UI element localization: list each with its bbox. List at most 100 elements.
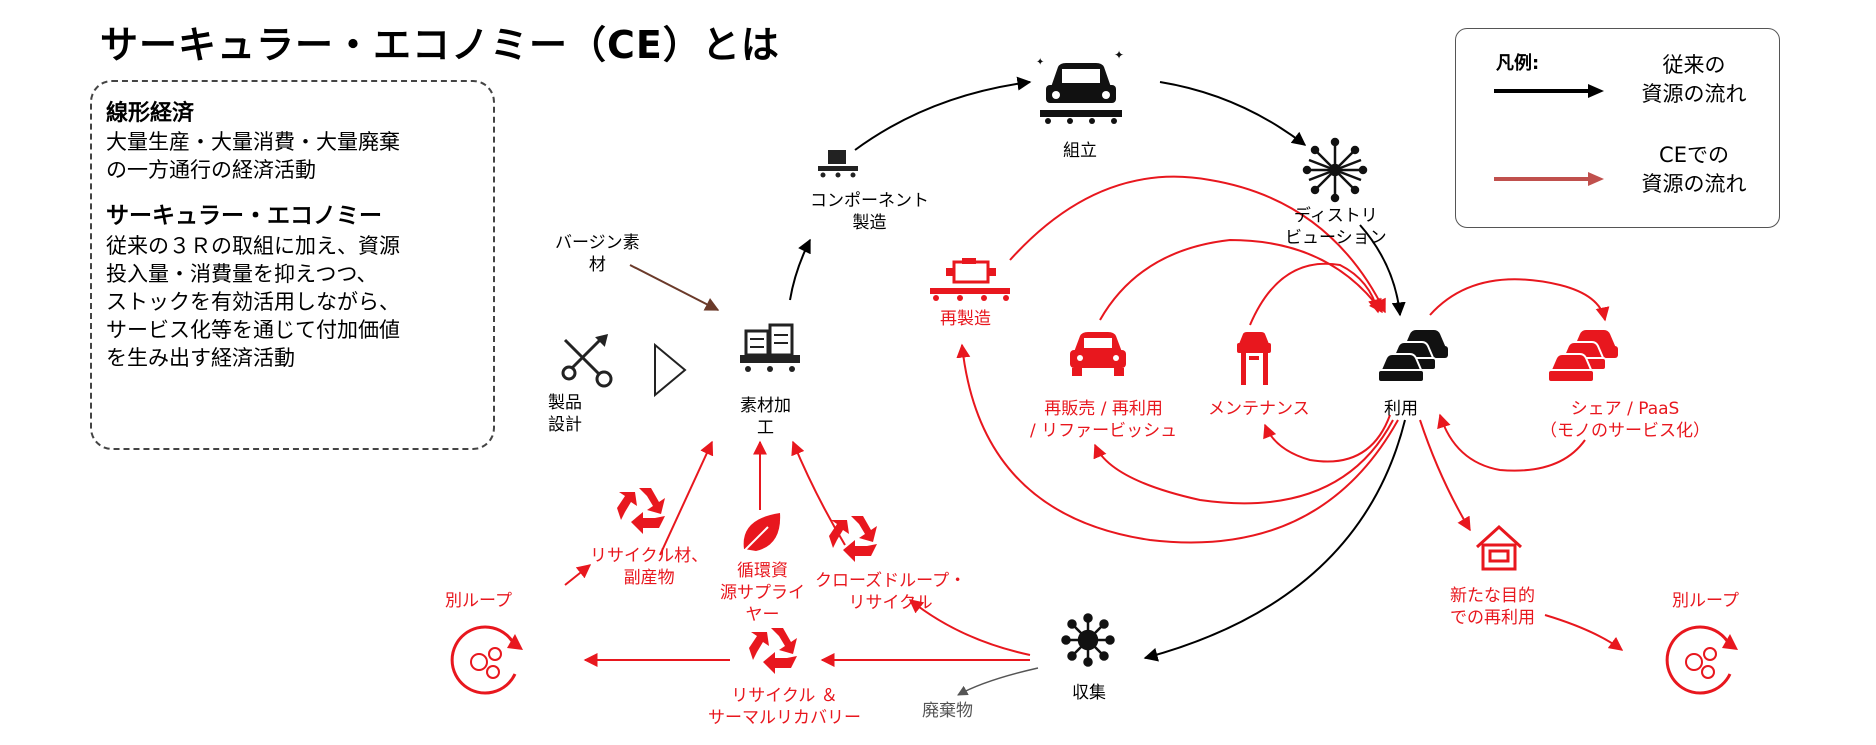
resale-label: 再販売 / 再利用 / リファービッシュ [1030,398,1177,442]
arrow-assembly-to-distribution [1159,81,1307,146]
circular-supplier-label: 循環資 源サプライ ヤー [720,560,805,626]
recycle-icon [749,628,797,674]
resale-line: 再販売 / 再利用 [1044,399,1163,419]
circular-text-line: を生み出す経済活動 [106,346,295,370]
arrow-loop-to-recycle [564,564,592,586]
other-loop-left-label: 別ループ [445,591,512,611]
material-processing-line: 素材加 [740,396,791,416]
virgin-material-line: 材 [588,255,606,275]
new-purpose-line: での再利用 [1450,608,1535,628]
waste-label: 廃棄物 [922,701,973,721]
arrow-distribution-to-usage [1359,224,1406,317]
recycle-icon [617,488,665,534]
house-icon [1475,524,1523,571]
arrow-collection-to-waste [957,667,1039,696]
circular-economy-text: 従来の３Ｒの取組に加え、資源 投入量・消費量を抑えつつ、 ストックを有効活用しな… [106,232,479,372]
distribution-line: ディストリ [1293,206,1378,226]
arrow-maintenance-to-usage [1249,262,1382,326]
arrow-remanufacturing-to-usage [1009,175,1386,314]
circular-text-line: 従来の３Ｒの取組に加え、資源 [106,234,400,258]
thermal-recovery-line: リサイクル ＆ [731,686,838,706]
arrow-usage-to-resale [1093,419,1394,505]
distribution-line: ビューション [1285,228,1387,248]
closed-loop-line: クローズドループ・ [815,571,967,591]
legend-conventional-label: 従来の 資源の流れ [1614,51,1774,109]
arrow-usage-to-remanufacturing [956,343,1399,544]
closed-loop-line: リサイクル [848,593,933,613]
svg-text:✦: ✦ [1114,48,1124,62]
arrow-collection-to-closed-loop [908,599,1031,656]
arrow-usage-to-share [1437,413,1586,472]
new-purpose-label: 新たな目的 での再利用 [1450,585,1535,629]
circular-text-line: 投入量・消費量を抑えつつ、 [106,262,378,286]
material-processing-label: 素材加 工 [740,395,791,439]
linear-economy-text: 大量生産・大量消費・大量廃棄 の一方通行の経済活動 [106,128,479,184]
share-line: シェア / PaaS [1570,399,1680,419]
component-mfg-label: コンポーネント 製造 [810,190,929,234]
cars-share-icon [1547,330,1618,383]
circular-supplier-line: ヤー [745,605,780,625]
car-resale-icon [1070,332,1126,376]
distribution-hub-icon [1302,137,1368,203]
page-title: サーキュラー・エコノミー（CE）とは [100,23,780,67]
circular-text-line: ストックを有効活用しながら、 [106,290,400,314]
leaf-icon [743,513,781,552]
circular-economy-heading: サーキュラー・エコノミー [106,203,382,229]
wrench-icon [561,333,613,388]
linear-text-line: 大量生産・大量消費・大量廃棄 [106,130,400,154]
circular-supplier-line: 循環資 [737,561,788,581]
product-design-line: 設計 [548,415,582,435]
circular-text-line: サービス化等を通じて付加価値 [106,318,400,342]
arrow-usage-to-new-purpose [1419,419,1471,532]
thermal-recovery-line: サーマルリカバリー [708,708,861,728]
legend-black-arrow-icon [1494,84,1604,98]
legend-conventional-line: 資源の流れ [1641,82,1747,106]
thermal-recovery-label: リサイクル ＆ サーマルリカバリー [708,685,861,729]
collection-hub-icon [1061,613,1115,667]
assembly-label: 組立 [1063,141,1097,161]
recycle-byproduct-label: リサイクル材、 副産物 [590,545,708,589]
svg-text:✦: ✦ [1036,57,1044,68]
share-line: （モノのサービス化） [1540,421,1710,441]
component-manufacturing-icon [818,150,858,178]
arrow-usage-to-collection [1143,419,1406,662]
engine-remanufacturing-icon [930,258,1010,301]
loop-gear-icon [450,625,523,695]
linear-economy-heading: 線形経済 [106,101,195,126]
product-design-line: 製品 [548,393,582,413]
arrow-component-to-assembly [854,76,1032,151]
virgin-material-line: バージン素 [555,233,640,253]
maintenance-label: メンテナンス [1208,399,1310,419]
virgin-material-label: バージン素 材 [555,232,640,276]
legend-box: 凡例: 従来の 資源の流れ CEでの 資源の流れ [1455,28,1780,228]
legend-conventional-line: 従来の [1662,53,1726,77]
material-processing-line: 工 [757,418,774,438]
linear-text-line: の一方通行の経済活動 [106,158,316,182]
resale-line: / リファービッシュ [1030,421,1178,441]
distribution-label: ディストリ ビューション [1285,205,1387,249]
arrow-new-purpose-to-loop [1544,614,1624,651]
legend-ce-line: CEでの [1659,143,1729,167]
usage-label: 利用 [1384,399,1418,419]
cars-usage-icon [1377,330,1448,383]
car-assembly-icon: ✦ ✦ [1036,48,1124,124]
lift-maintenance-icon [1237,332,1271,385]
legend-ce-line: 資源の流れ [1641,172,1747,196]
collection-label: 収集 [1072,683,1106,703]
product-design-label: 製品 設計 [548,392,582,436]
arrow-material-to-component [789,238,811,301]
closed-loop-label: クローズドループ・ リサイクル [815,570,966,614]
recycle-icon [829,516,877,562]
arrow-virgin-to-material [629,264,720,311]
loop-gear-icon [1665,625,1738,695]
definition-box: 線形経済 大量生産・大量消費・大量廃棄 の一方通行の経済活動 サーキュラー・エコ… [90,80,495,450]
arrow-share-to-usage [1429,278,1610,322]
legend-red-arrow-icon [1494,172,1604,186]
material-processing-icon [740,323,800,372]
component-mfg-line: コンポーネント [810,191,929,211]
arrow-resale-to-usage [1099,238,1383,321]
arrow-recycle-to-material [659,440,714,556]
legend-ce-label: CEでの 資源の流れ [1614,141,1774,199]
remanufacturing-label: 再製造 [940,309,991,329]
